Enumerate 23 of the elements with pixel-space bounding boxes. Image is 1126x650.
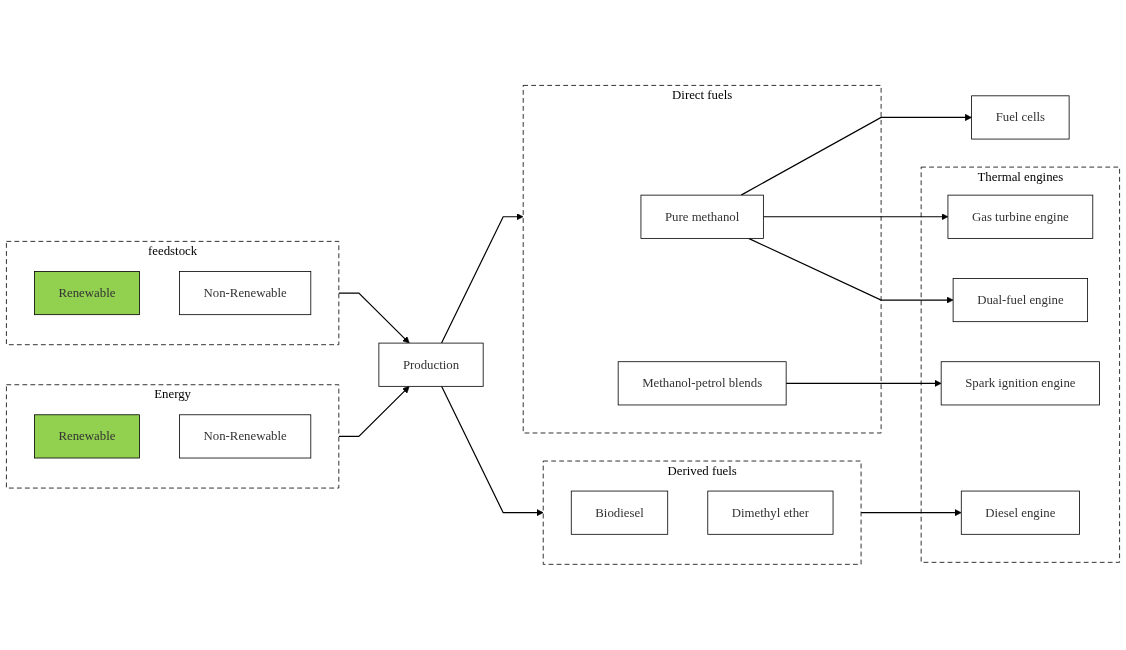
arrow xyxy=(785,379,942,387)
node-box: Fuel cells xyxy=(971,95,1070,140)
node-box: Dual-fuel engine xyxy=(952,278,1088,323)
node-box: Diesel engine xyxy=(960,490,1080,535)
node-box: Gas turbine engine xyxy=(947,194,1094,239)
arrow xyxy=(440,385,544,517)
node-box: Non-Renewable xyxy=(179,414,312,459)
node-box: Methanol-petrol blends xyxy=(617,361,787,406)
node-box: Spark ignition engine xyxy=(940,361,1100,406)
node-box: Pure methanol xyxy=(640,194,764,239)
arrow xyxy=(762,213,949,221)
node-box: Renewable xyxy=(34,271,140,316)
node-box: Production xyxy=(378,342,484,387)
arrow xyxy=(338,292,410,344)
arrow xyxy=(440,213,524,344)
node-box: Biodiesel xyxy=(570,490,669,535)
arrow xyxy=(338,386,410,438)
arrow xyxy=(748,237,954,304)
node-box: Non-Renewable xyxy=(179,271,312,316)
node-box: Dimethyl ether xyxy=(707,490,834,535)
arrow xyxy=(740,114,972,196)
arrow xyxy=(860,509,962,517)
node-box: Renewable xyxy=(34,414,140,459)
